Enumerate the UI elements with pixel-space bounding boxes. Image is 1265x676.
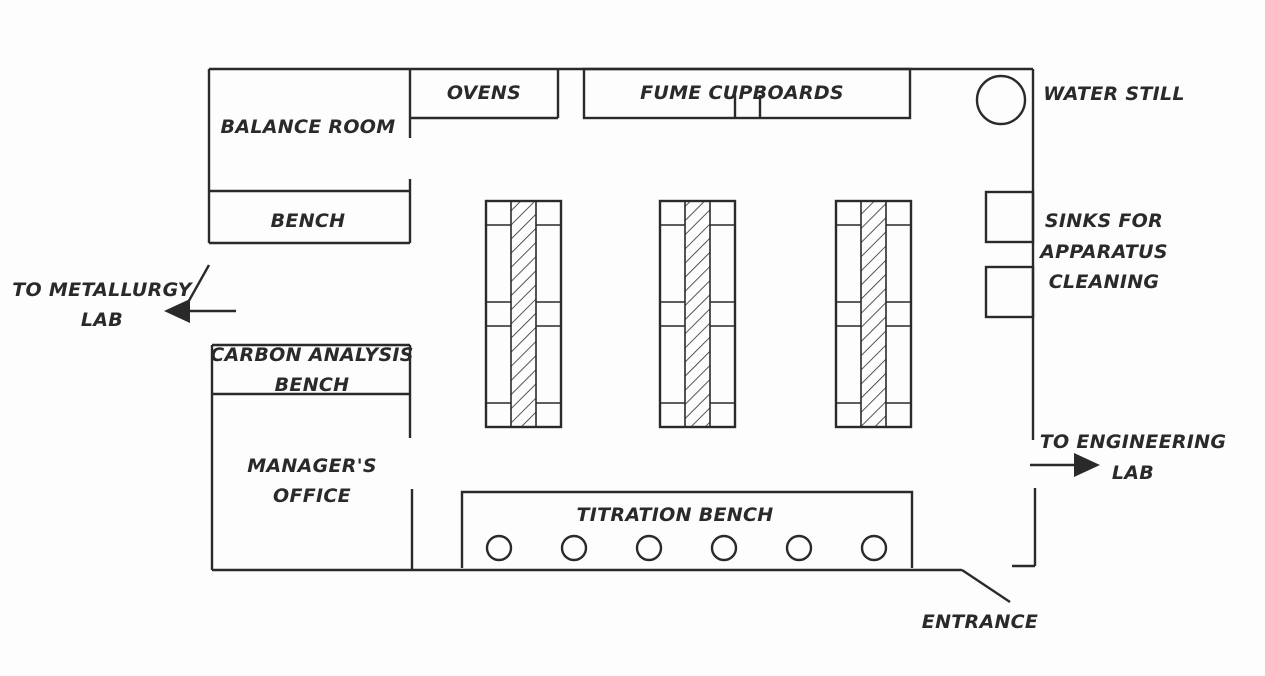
arrow-left-icon	[164, 299, 236, 323]
to-metallurgy-label: TO METALLURGY	[12, 279, 193, 301]
carbon-analysis-label: BENCH	[275, 374, 350, 396]
managers-office-label: MANAGER'S	[247, 455, 377, 477]
sinks-label: APPARATUS	[1038, 241, 1168, 263]
carbon-analysis-label: CARBON ANALYSIS	[210, 344, 414, 366]
titration-bench-label: TITRATION BENCH	[577, 504, 774, 526]
island-bench-3	[834, 199, 913, 429]
ovens-label: OVENS	[447, 82, 521, 104]
entrance-door	[961, 569, 1011, 603]
fume-cupboards-label: FUME CUPBOARDS	[640, 82, 844, 104]
ovens	[410, 69, 560, 120]
titration-station	[710, 534, 738, 562]
sinks-label: SINKS FOR	[1045, 210, 1163, 232]
titration-station	[785, 534, 813, 562]
to-engineering-label: LAB	[1112, 462, 1154, 484]
titration-station	[560, 534, 588, 562]
to-metallurgy-label: LAB	[81, 309, 123, 331]
sinks-label: CLEANING	[1049, 271, 1160, 293]
balance-room	[209, 69, 412, 243]
arrow-right-icon	[1030, 453, 1100, 477]
carbon-analysis-bench	[212, 343, 412, 438]
island-bench-1	[484, 199, 563, 429]
titration-station	[635, 534, 663, 562]
managers-office-label: OFFICE	[273, 485, 351, 507]
titration-station	[860, 534, 888, 562]
to-engineering-label: TO ENGINEERING	[1040, 431, 1227, 453]
water-still-label: WATER STILL	[1043, 83, 1185, 105]
balance-room-label: BALANCE ROOM	[221, 116, 396, 138]
sinks	[984, 190, 1035, 319]
fume-cupboards	[582, 67, 912, 120]
entrance-label: ENTRANCE	[922, 611, 1038, 633]
water-still	[975, 74, 1027, 126]
titration-station	[485, 534, 513, 562]
island-bench-2	[658, 199, 737, 429]
bench-label: BENCH	[271, 210, 346, 232]
titration-bench	[460, 490, 914, 568]
